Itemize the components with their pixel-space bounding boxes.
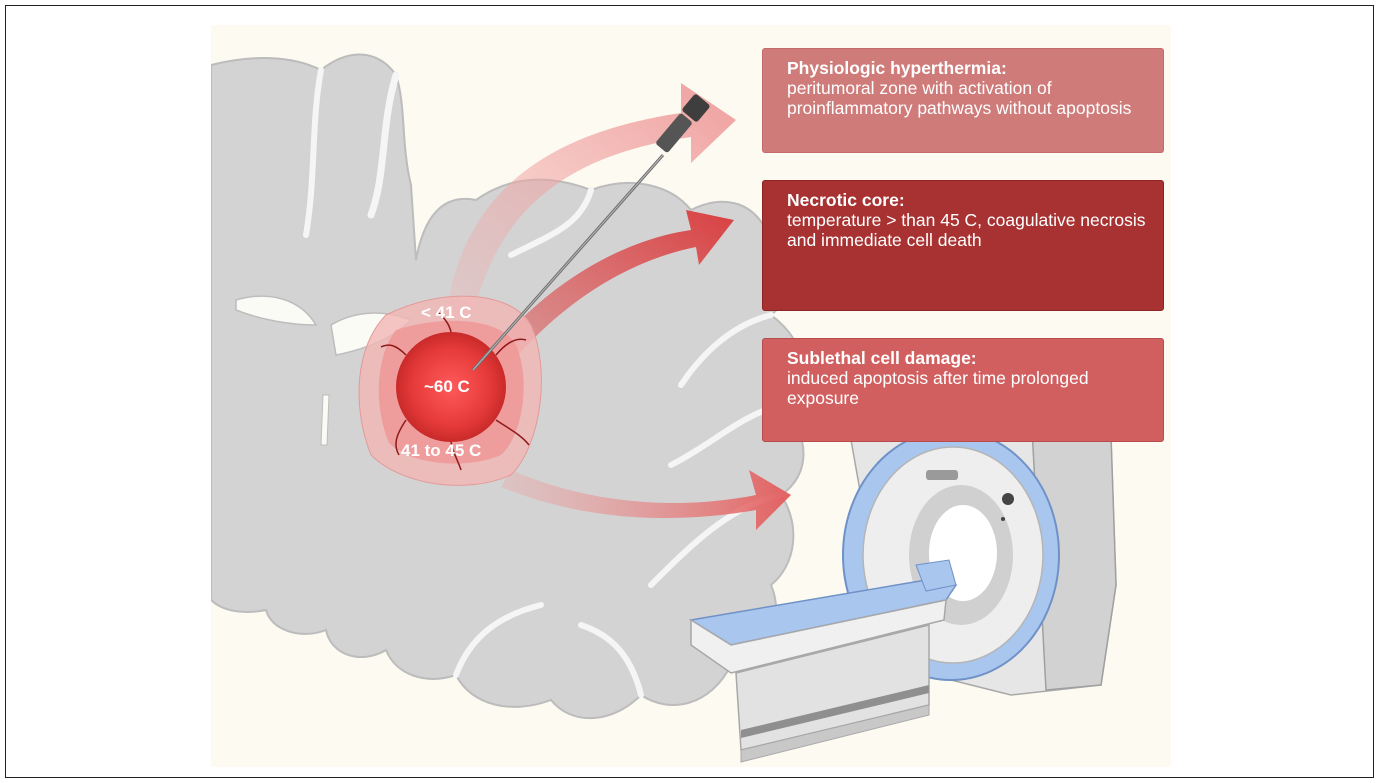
- callout-sublethal-damage: Sublethal cell damage: induced apoptosis…: [762, 338, 1164, 442]
- callout-heading: Sublethal cell damage:: [787, 348, 1149, 368]
- callout-physiologic-hyperthermia: Physiologic hyperthermia: peritumoral zo…: [762, 48, 1164, 153]
- illustration-panel: < 41 C ~60 C 41 to 45 C Physiologic hype…: [211, 25, 1171, 767]
- callout-heading: Necrotic core:: [787, 190, 1149, 210]
- midline-slit: [321, 395, 329, 445]
- callout-heading: Physiologic hyperthermia:: [787, 58, 1149, 78]
- callout-necrotic-core: Necrotic core: temperature > than 45 C, …: [762, 180, 1164, 311]
- callout-text: temperature > than 45 C, coagulative nec…: [787, 210, 1145, 250]
- zone-label-core: ~60 C: [424, 377, 470, 397]
- callout-text: induced apoptosis after time prolonged e…: [787, 368, 1089, 408]
- zone-label-outer: < 41 C: [421, 303, 472, 323]
- callout-text: peritumoral zone with activation of proi…: [787, 78, 1131, 118]
- zone-label-middle: 41 to 45 C: [401, 441, 481, 461]
